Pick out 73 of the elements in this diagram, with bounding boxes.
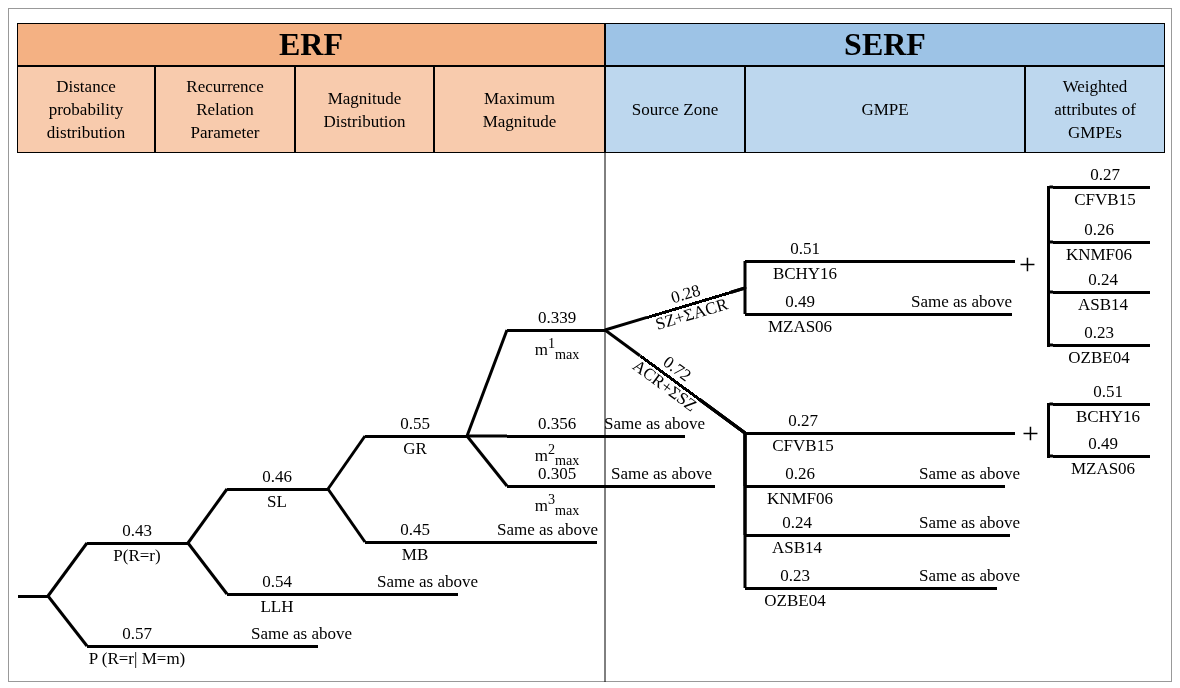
weight-value: 0.45 (399, 518, 431, 541)
branch-connector (604, 315, 648, 332)
branch-name: BCHY16 (771, 262, 839, 285)
column-header: Source Zone (605, 66, 745, 153)
branch-name: GR (402, 437, 428, 460)
branch-connector (604, 328, 641, 357)
branch-name: CFVB15 (771, 434, 835, 457)
note-text: Same as above (918, 463, 1020, 484)
weight-value: 0.24 (781, 511, 813, 534)
branch-name: MB (400, 543, 430, 566)
branch-connector (465, 435, 509, 487)
weight-value: 0.23 (1083, 321, 1115, 344)
note-text: Same as above (910, 291, 1012, 312)
weight-value: 0.27 (1089, 163, 1121, 186)
column-header: Weighted attributes of GMPEs (1025, 66, 1165, 153)
branch-connector (186, 488, 229, 544)
weight-value: 0.27 (787, 409, 819, 432)
note-text: Same as above (918, 565, 1020, 586)
bracket-bar (1046, 402, 1050, 458)
weight-value: 0.43 (121, 519, 153, 542)
branch-name: OZBE04 (1067, 346, 1131, 369)
branch-connector (467, 434, 507, 438)
branch-name: KNMF06 (1064, 243, 1134, 266)
branch-name: BCHY16 (1074, 405, 1142, 428)
branch-connector (46, 542, 89, 597)
branch-connector (186, 542, 229, 595)
weight-value: 0.57 (121, 622, 153, 645)
branch-name: CFVB15 (1073, 188, 1137, 211)
note-text: Same as above (610, 463, 712, 484)
plus-sign: + (1022, 418, 1039, 448)
weight-value: 0.49 (784, 290, 816, 313)
column-header: Recurrence Relation Parameter (155, 66, 295, 153)
column-header: Distance probability distribution (17, 66, 155, 153)
weight-value: 0.51 (1092, 380, 1124, 403)
weight-value: 0.55 (399, 412, 431, 435)
branch-name: ASB14 (770, 536, 824, 559)
branch-name: P(R=r) (112, 544, 162, 567)
weight-value: 0.46 (261, 465, 293, 488)
note-text: Same as above (376, 571, 478, 592)
weight-value: 0.49 (1087, 432, 1119, 455)
column-header: GMPE (745, 66, 1025, 153)
bracket-bar (1046, 185, 1050, 347)
weight-value: 0.51 (789, 237, 821, 260)
branch-connector (46, 595, 89, 647)
section-header: ERF (17, 23, 605, 66)
branch-name: OZBE04 (763, 589, 827, 612)
branch-connector (465, 329, 509, 437)
branch-connector (326, 488, 367, 543)
weight-value: 0.339 (536, 306, 578, 329)
plus-sign: + (1019, 249, 1036, 279)
branch-connector (699, 398, 747, 590)
note-text: Same as above (496, 519, 598, 540)
weight-value: 0.356 (536, 412, 578, 435)
note-text: Same as above (918, 512, 1020, 533)
weight-value: 0.26 (784, 462, 816, 485)
weight-value: 0.23 (779, 564, 811, 587)
column-header: Magnitude Distribution (295, 66, 434, 153)
branch-name: LLH (259, 595, 295, 618)
note-text: Same as above (250, 623, 352, 644)
column-header: Maximum Magnitude (434, 66, 605, 153)
branch-name: MZAS06 (766, 315, 834, 338)
weight-value: 0.54 (261, 570, 293, 593)
branch-name: ASB14 (1076, 293, 1130, 316)
weight-value: 0.26 (1083, 218, 1115, 241)
branch-name: P (R=r| M=m) (87, 647, 187, 670)
branch-name: KNMF06 (765, 487, 835, 510)
branch-name: MZAS06 (1069, 457, 1137, 480)
weight-value: 0.24 (1087, 268, 1119, 291)
branch-connector (730, 286, 747, 316)
branch-connector (326, 435, 367, 490)
note-text: Same as above (603, 413, 705, 434)
branch-name: SL (266, 490, 288, 513)
section-header: SERF (605, 23, 1165, 66)
